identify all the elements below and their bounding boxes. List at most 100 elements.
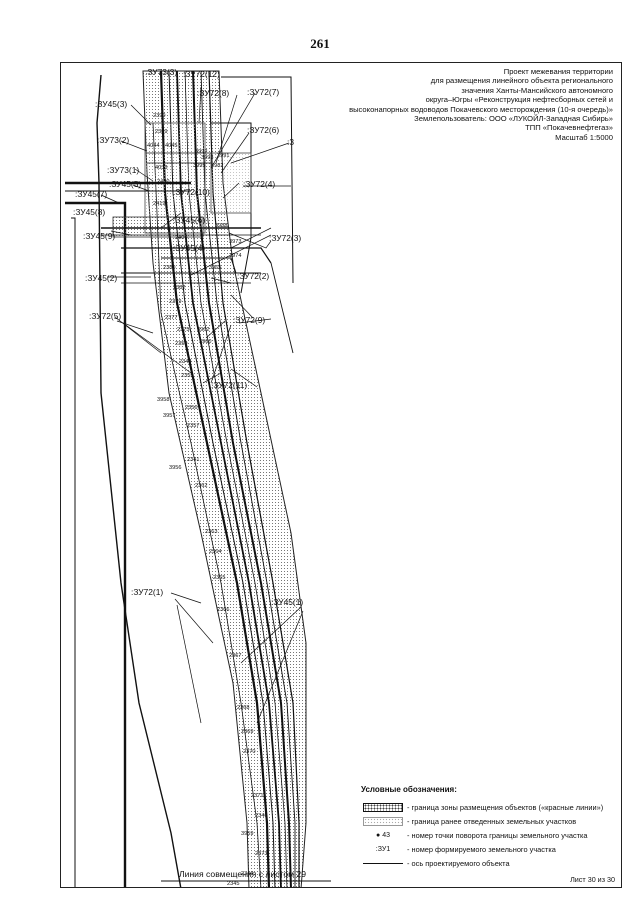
legend-item: ● 43 - номер точки поворота границы земе… xyxy=(361,828,617,842)
parcel-label: :3 xyxy=(287,137,294,147)
point-number: 2377 xyxy=(165,315,177,321)
parcel-label: :ЗУ72(1) xyxy=(131,587,163,597)
sheet-number: Лист 30 из 30 xyxy=(570,875,615,884)
legend-item: - граница ранее отведенных земельных уча… xyxy=(361,814,617,828)
point-number: 2369 xyxy=(241,729,253,735)
point-number: 2390 xyxy=(153,113,165,119)
boundary-line xyxy=(65,201,127,887)
parcel-label: :ЗУ72(2) xyxy=(237,271,269,281)
point-number: 2380 xyxy=(163,265,175,271)
parcel-label: :ЗУ72(6) xyxy=(247,125,279,135)
title-line: высоконапорных водоводов Покачевского ме… xyxy=(349,104,613,114)
point-number: 3962 xyxy=(197,327,209,333)
legend-text: - ось проектируемого объекта xyxy=(407,858,510,868)
point-number: 2382 xyxy=(173,285,185,291)
legend-symbol-text: :ЗУ1 xyxy=(375,845,391,853)
point-number: 3965 xyxy=(209,265,221,271)
point-number: 2356 xyxy=(185,405,197,411)
parcel-label: :ЗУ45(6) xyxy=(173,215,205,225)
leader-lines xyxy=(100,86,304,724)
point-number: 3956 xyxy=(169,465,181,471)
parcel-label: :ЗУ45(2) xyxy=(85,273,117,283)
legend: Условные обозначения: - граница зоны раз… xyxy=(361,785,617,870)
point-number: 2348 xyxy=(179,359,191,365)
title-line: Землепользователь: ООО «ЛУКОЙЛ-Западная … xyxy=(414,114,613,124)
legend-item: :ЗУ1 - номер формируемого земельного уча… xyxy=(361,842,617,856)
point-number: 2350 xyxy=(175,341,187,347)
boundary-line xyxy=(96,74,182,887)
title-line: для размещения линейного объекта региона… xyxy=(430,76,613,86)
legend-text: - граница зоны размещения объектов («кра… xyxy=(407,802,604,812)
point-number: 4033 xyxy=(155,165,167,171)
point-number: 2364 xyxy=(209,549,221,555)
point-number: 2366 xyxy=(217,607,229,613)
point-number: 2368 xyxy=(237,705,249,711)
point-number: 2357 xyxy=(187,423,199,429)
point-number: 2419 xyxy=(153,201,165,207)
parcel-label: :ЗУ45(4) xyxy=(173,243,205,253)
parcel-label: :ЗУ72(3) xyxy=(269,233,301,243)
parcel-label: :ЗУ72(11) xyxy=(211,380,247,390)
point-number: 3959 xyxy=(241,831,253,837)
parcel-label: :ЗУ72(4) xyxy=(243,179,275,189)
parcel-label: :ЗУ45(8) xyxy=(73,207,105,217)
point-number: 2370 xyxy=(243,749,255,755)
point-number: 2346 xyxy=(255,813,267,819)
point-dot-icon: ● xyxy=(376,831,383,839)
point-number: 3982 xyxy=(211,163,223,169)
title-line: Проект межевания территории xyxy=(503,67,613,76)
legend-title: Условные обозначения: xyxy=(361,785,457,794)
point-number: 2341 xyxy=(187,457,199,463)
parcel-label: :ЗУ72(8) xyxy=(197,88,229,98)
parcel-label: :ЗУ72(5) xyxy=(89,311,121,321)
point-number: 3958 xyxy=(157,397,169,403)
legend-text: - номер точки поворота границы земельног… xyxy=(407,830,588,840)
parcel-label: :ЗУ72(12) xyxy=(183,69,220,79)
cadastral-map: :ЗУ73(3) :ЗУ72(12) :ЗУ72(8) :ЗУ72(7) :ЗУ… xyxy=(65,67,331,887)
point-number: 2400 xyxy=(157,179,169,185)
point-number: 2355 xyxy=(181,373,193,379)
parcel-label: :ЗУ45(7) xyxy=(75,189,107,199)
point-number: 2389 xyxy=(155,129,167,135)
legend-text: - номер формируемого земельного участка xyxy=(407,844,556,854)
parcel-label: :ЗУ73(3) xyxy=(145,67,177,77)
point-number: 2375 xyxy=(177,327,189,333)
point-number: 2406 xyxy=(175,235,187,241)
axis-line-swatch xyxy=(363,862,403,864)
point-number: 3974 xyxy=(229,253,241,259)
point-number: 4045 xyxy=(165,143,177,149)
point-number: 3960 xyxy=(199,339,211,345)
point-number: 4044 xyxy=(147,143,159,149)
point-number: 2363 xyxy=(205,529,217,535)
parcel-label: :ЗУ72(10) xyxy=(173,187,210,197)
parcel-label: :ЗУ73(2) xyxy=(97,135,129,145)
point-number: 3995 xyxy=(193,163,205,169)
point-number: 2373 xyxy=(255,851,267,857)
point-number: 2344 xyxy=(241,871,253,877)
point-number: 2379 xyxy=(169,299,181,305)
title-line: значения Ханты-Мансийского автономного xyxy=(461,85,613,95)
point-number: 3988 xyxy=(215,223,227,229)
point-number: 2371 xyxy=(251,793,263,799)
point-number: 3992 xyxy=(195,149,207,155)
parcel-label: :ЗУ72(7) xyxy=(247,87,279,97)
point-number: 2362 xyxy=(195,483,207,489)
parcel-label: :ЗУ45(9) xyxy=(83,231,115,241)
legend-item: - граница зоны размещения объектов («кра… xyxy=(361,800,617,814)
legend-item: - ось проектируемого объекта xyxy=(361,856,617,870)
dense-junction xyxy=(65,122,294,354)
combine-line-label: Линия совмещения с листом 29 xyxy=(179,869,306,879)
previous-plots-swatch xyxy=(363,816,403,826)
point-number: 3957 xyxy=(163,413,175,419)
parcel-label: :ЗУ73(1) xyxy=(107,165,139,175)
point-number: 3993 xyxy=(201,155,213,161)
parcel-label: :ЗУ45(3) xyxy=(95,99,127,109)
parcel-label: :ЗУ45(1) xyxy=(271,597,303,607)
boundary-line xyxy=(71,217,76,887)
point-number: 2345 xyxy=(227,881,239,887)
title-block: Проект межевания территории для размещен… xyxy=(283,67,613,142)
point-number: 2365 xyxy=(213,575,225,581)
scale-line: Масштаб 1:5000 xyxy=(555,132,613,142)
parcel-label: :ЗУ45(5) xyxy=(109,179,141,189)
point-number: 3991 xyxy=(217,153,229,159)
